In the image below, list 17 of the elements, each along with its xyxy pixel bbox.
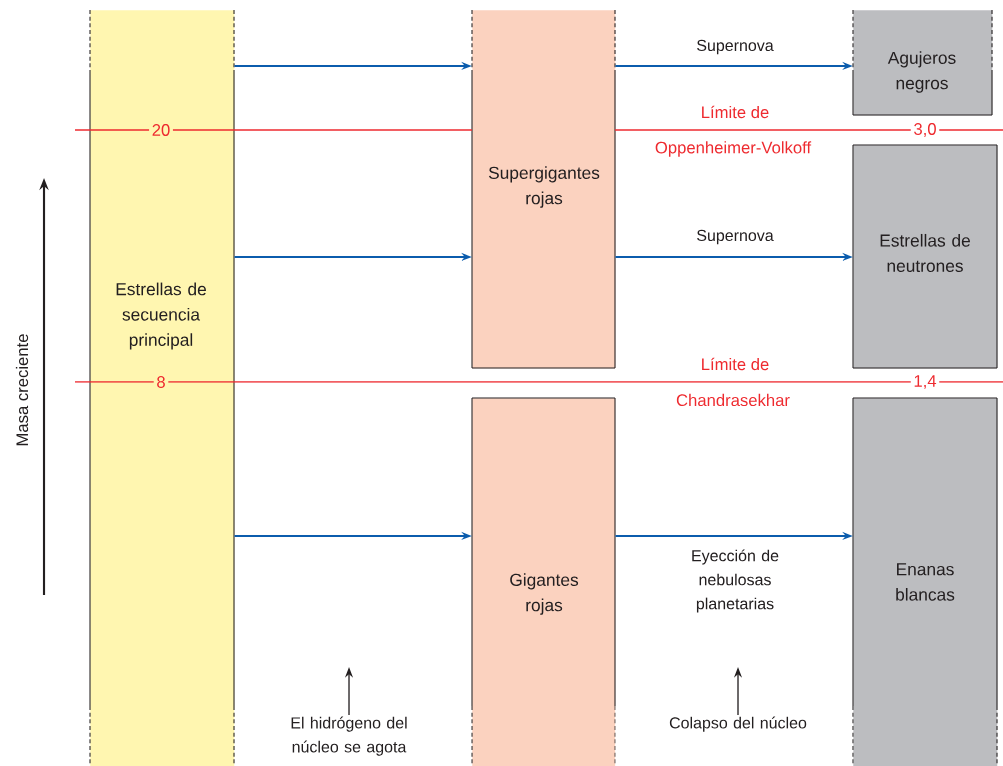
limit-value: 20 xyxy=(149,121,173,139)
star-stage-bar: Agujeros negros xyxy=(852,9,993,116)
note-text: El hidrógeno del núcleo se agota xyxy=(291,716,407,756)
limit-label: Límite de xyxy=(702,105,769,119)
limit-value: 3,0 xyxy=(910,120,940,140)
limit-label: Chandrasekhar xyxy=(676,393,790,407)
edge-label: Eyección de nebulosas planetarias xyxy=(692,549,779,613)
axis-label: Masa creciente xyxy=(15,334,29,446)
limit-label: Oppenheimer-Volkoff xyxy=(655,141,812,157)
limit-label: Límite de xyxy=(702,357,769,371)
edge-label: Supernova xyxy=(697,229,774,245)
star-stage-bar: Enanas blancas xyxy=(852,397,998,766)
star-stage-bar: Gigantes rojas xyxy=(471,397,616,766)
note-text: Colapso del núcleo xyxy=(669,716,807,732)
star-stage-bar: Supergigantes rojas xyxy=(471,9,616,369)
star-stage-bar: Estrellas de neutrones xyxy=(852,144,998,369)
edge-label: Supernova xyxy=(697,39,774,55)
